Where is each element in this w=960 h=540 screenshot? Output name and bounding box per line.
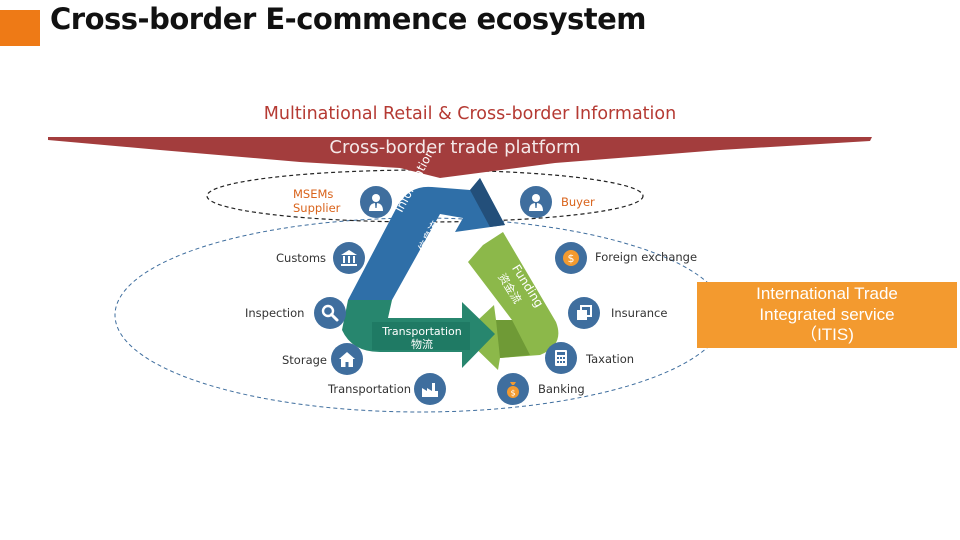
- buyer-label: Buyer: [561, 195, 595, 209]
- insurance-label: Insurance: [611, 306, 668, 320]
- taxation-label: Taxation: [586, 352, 635, 366]
- transportation-cycle-label: Transportation 物流: [382, 325, 462, 351]
- funnel-subtitle: Multinational Retail & Cross-border Info…: [263, 104, 677, 124]
- copy-icon: [568, 297, 600, 329]
- itis-line-3: （ITIS): [800, 325, 854, 345]
- itis-line-2: Integrated service: [759, 304, 895, 324]
- banking-label: Banking: [538, 382, 585, 396]
- itis-line-1: International Trade: [756, 284, 898, 304]
- bank-icon: [333, 242, 365, 274]
- svg-text:$: $: [510, 389, 515, 398]
- title-accent-bar: [0, 10, 40, 46]
- page-title: Cross-border E-commence ecosystem: [50, 2, 647, 36]
- platform-funnel: [48, 137, 872, 178]
- foreign-exchange-label: Foreign exchange: [595, 250, 698, 264]
- magnifier-icon: [314, 297, 346, 329]
- money-bag-icon: $: [497, 373, 529, 405]
- customs-label: Customs: [276, 251, 327, 265]
- factory-icon: [414, 373, 446, 405]
- svg-text:$: $: [568, 252, 575, 265]
- information-arrow-shade: [470, 178, 505, 227]
- house-icon: [331, 343, 363, 375]
- transportation-service-label: Transportation: [328, 382, 412, 396]
- supplier-label: MSEMs Supplier: [293, 187, 341, 215]
- dollar-coin-icon: $: [555, 242, 587, 274]
- person-icon: [360, 186, 392, 218]
- person-icon: [520, 186, 552, 218]
- inspection-label: Inspection: [245, 306, 305, 320]
- transportation-label-box: [372, 322, 470, 350]
- itis-box: International Trade Integrated service （…: [697, 282, 957, 348]
- calculator-icon: [545, 342, 577, 374]
- platform-label: Cross-border trade platform: [329, 137, 581, 158]
- information-arrow: [348, 178, 505, 300]
- storage-label: Storage: [282, 353, 327, 367]
- funding-arrow-shade: [496, 320, 530, 358]
